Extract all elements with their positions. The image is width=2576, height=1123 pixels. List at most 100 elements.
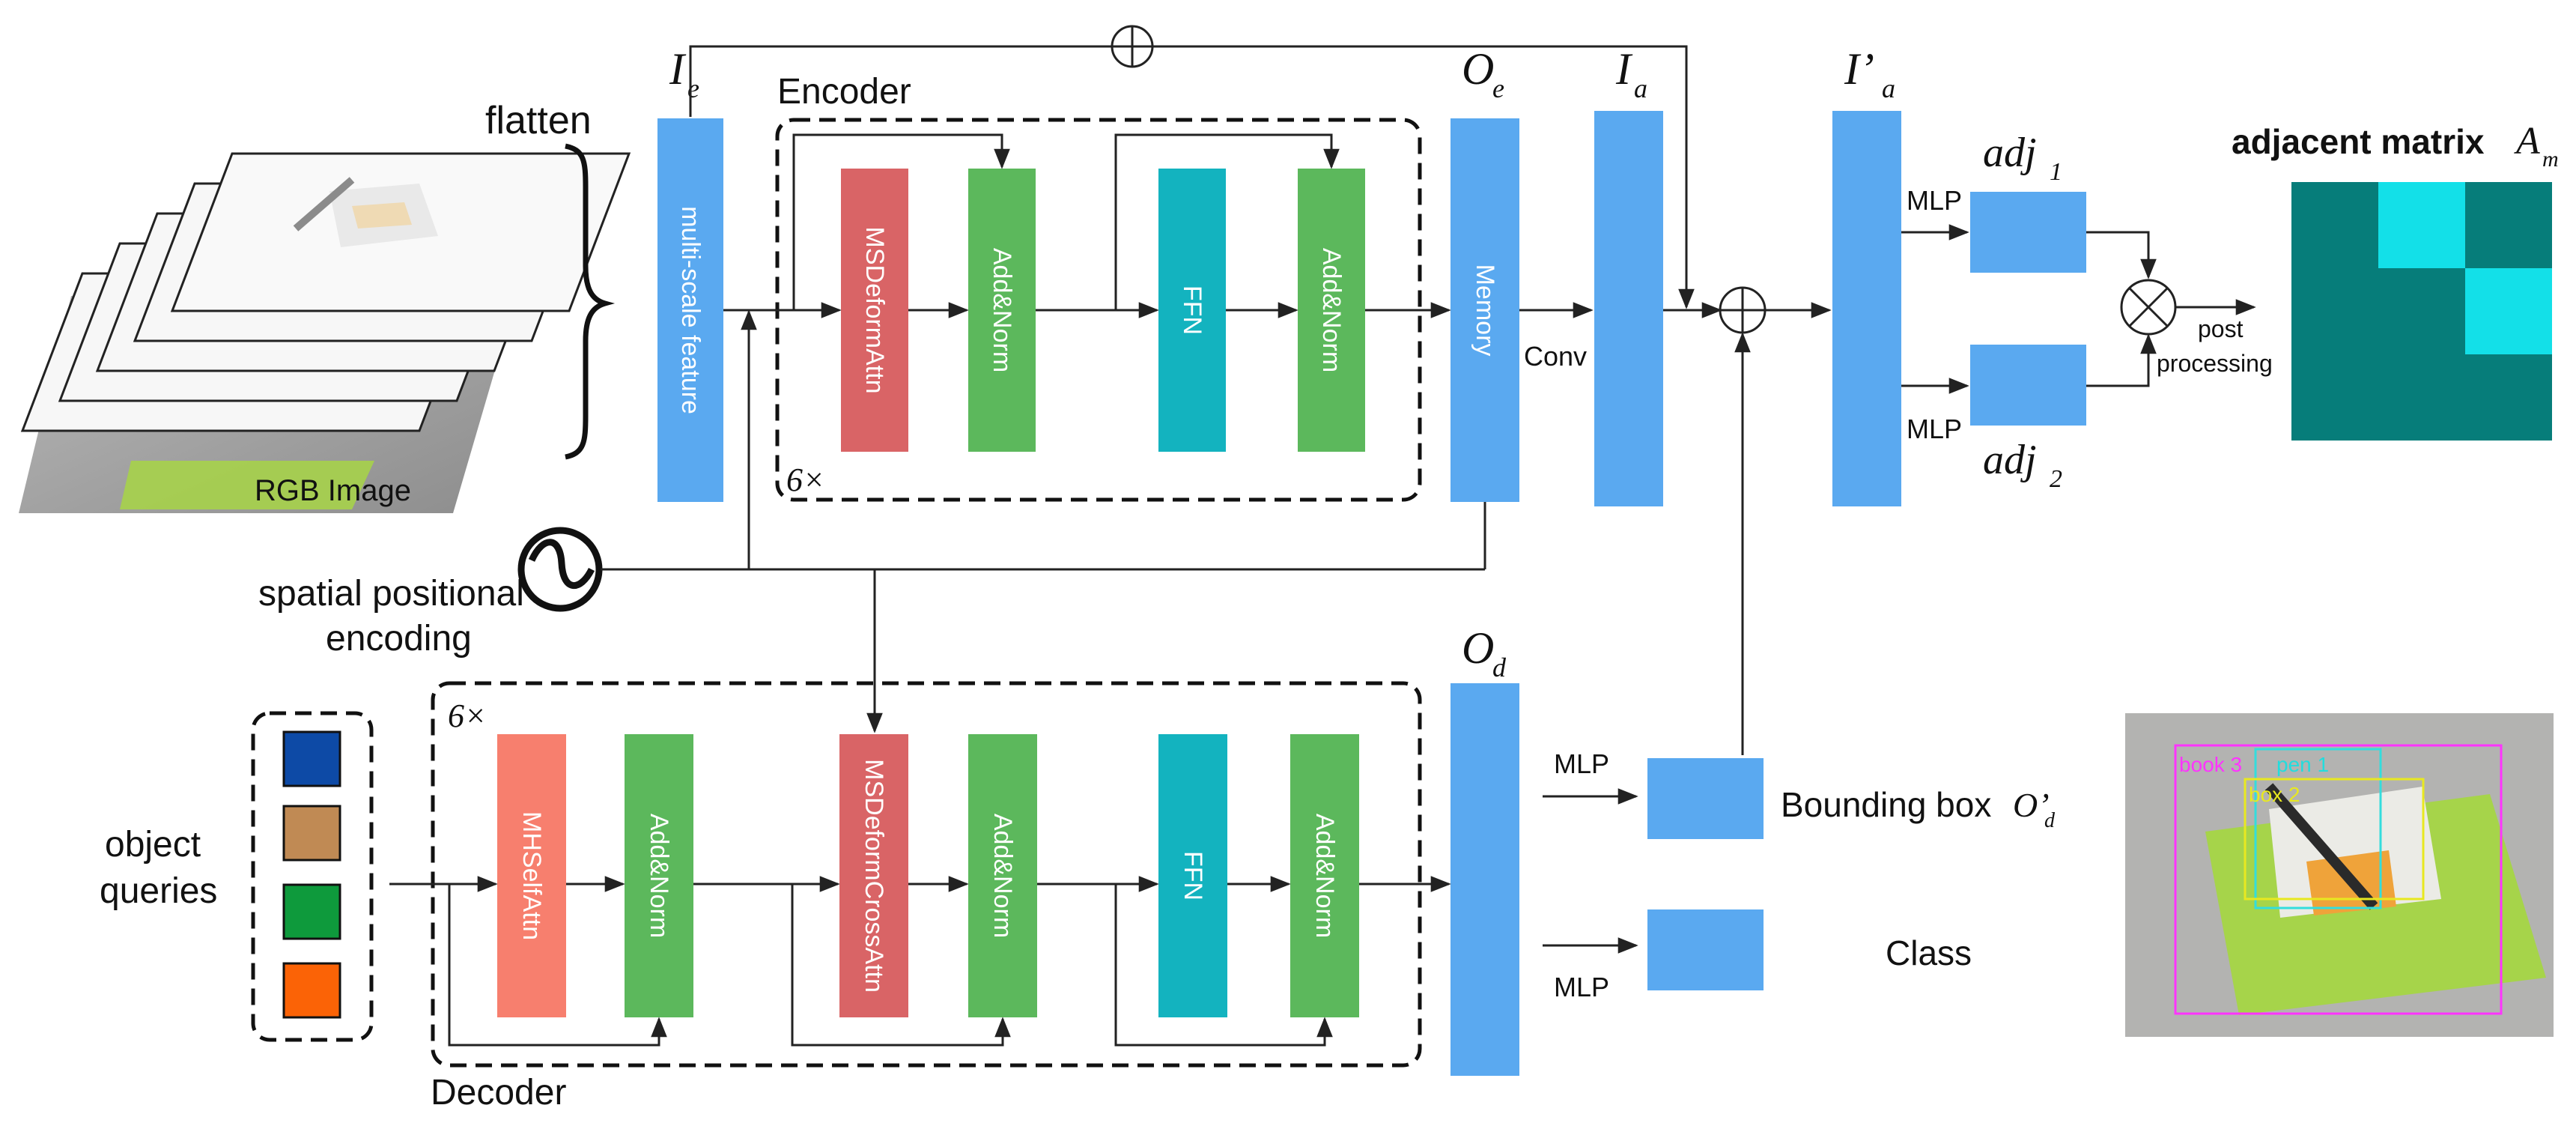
detection-box-pen — [2254, 748, 2382, 909]
svg-text:A: A — [2514, 120, 2540, 163]
decoder-mhselfattn-block — [497, 734, 566, 1017]
image-thumbnail-objects — [293, 177, 438, 247]
class-output — [1647, 909, 1764, 990]
adj2-box — [1970, 345, 2086, 426]
skip-connection — [689, 45, 1695, 309]
detection-result-image: book 3 pen 1 box 2 — [2125, 713, 2554, 1037]
decoder-addnorm-3-block — [1290, 734, 1359, 1017]
mlp-class-label: MLP — [1554, 972, 1609, 1002]
encoder-addnorm-1-label: Add&Norm — [988, 248, 1016, 372]
encoder-msdeformattn-label: MSDeformAttn — [860, 227, 889, 394]
result-pen — [2264, 783, 2378, 910]
positional-connections — [601, 309, 1486, 733]
encoder-addnorm-1-block — [968, 169, 1036, 452]
decoder-addnorm-1-block — [625, 734, 693, 1017]
detection-label-box: box 2 — [2249, 783, 2300, 806]
decoder-ffn-label: FFN — [1179, 851, 1207, 900]
svg-text:2: 2 — [2050, 465, 2062, 493]
symbol-ia: I a — [1615, 44, 1647, 103]
memory-bar — [1450, 118, 1519, 502]
adjacent-matrix — [2291, 182, 2552, 441]
svg-text:m: m — [2542, 147, 2559, 172]
encoder-msdeformattn-block — [841, 169, 908, 452]
ia-prime-bar — [1832, 111, 1901, 506]
spatial-positional-label: spatial positional — [258, 574, 524, 614]
svg-text:I: I — [669, 44, 687, 94]
detection-label-book: book 3 — [2179, 753, 2242, 776]
mlp-adj1-label: MLP — [1907, 185, 1962, 216]
top-plus-icon — [1111, 25, 1154, 68]
decoder-addnorm-1-label: Add&Norm — [645, 814, 673, 938]
flatten-brace — [565, 143, 616, 460]
decoder-dashed-box — [431, 681, 1422, 1068]
encoder-ffn-block — [1158, 169, 1226, 452]
svg-text:e: e — [1492, 73, 1504, 103]
conv-label: Conv — [1524, 341, 1587, 372]
svg-text:I’: I’ — [1844, 44, 1874, 94]
svg-text:adj: adj — [1983, 437, 2037, 483]
bounding-box-output — [1647, 758, 1764, 839]
detection-box-book — [2174, 744, 2503, 1015]
encoder-connections — [723, 133, 1451, 318]
detection-box-box — [2244, 778, 2425, 900]
symbol-od-prime: O’ d — [2013, 786, 2056, 832]
encoder-ffn-label: FFN — [1178, 285, 1206, 335]
multiply-icon — [2120, 279, 2177, 336]
object-queries-box — [251, 711, 374, 1042]
memory-label: Memory — [1471, 264, 1499, 357]
svg-text:O: O — [1462, 623, 1494, 673]
decoder-ffn-block — [1158, 734, 1227, 1017]
encoder-title: Encoder — [777, 72, 911, 112]
decoder-title: Decoder — [431, 1073, 566, 1113]
ia-bar — [1594, 111, 1663, 506]
query-blue — [282, 730, 341, 787]
processing-label: processing — [2157, 350, 2273, 377]
svg-text:d: d — [2044, 809, 2056, 832]
query-brown — [282, 805, 341, 862]
decoder-msdeformcrossattn-block — [839, 734, 908, 1017]
od-bar — [1450, 683, 1519, 1076]
queries-label: queries — [100, 871, 217, 911]
detection-label-pen: pen 1 — [2276, 753, 2329, 776]
query-green — [282, 883, 341, 940]
od-output-branch: MLP MLP — [1543, 332, 1764, 1002]
decoder-repeat: 6× — [448, 697, 487, 734]
object-label: object — [105, 825, 201, 865]
decoder-mhselfattn-label: MHSelfAttn — [517, 811, 546, 940]
symbol-adj1: adj 1 — [1983, 130, 2062, 186]
encoder-addnorm-2-block — [1298, 169, 1365, 452]
symbol-am: A m — [2514, 120, 2559, 172]
svg-text:d: d — [1492, 653, 1507, 682]
class-label: Class — [1886, 933, 1972, 972]
svg-text:1: 1 — [2050, 158, 2062, 186]
adjacent-matrix-label: adjacent matrix — [2232, 122, 2485, 161]
matrix-cell-1-2 — [2465, 268, 2552, 354]
encoding-label: encoding — [326, 619, 472, 659]
multiscale-feature-bar — [657, 118, 723, 502]
multiscale-feature-label: multi-scale feature — [676, 206, 705, 414]
adj-to-multiply-connections — [2086, 231, 2157, 387]
mlp-adj2-label: MLP — [1907, 414, 1962, 444]
symbol-adj2: adj 2 — [1983, 437, 2062, 493]
svg-text:adj: adj — [1983, 130, 2037, 176]
decoder-addnorm-2-block — [968, 734, 1037, 1017]
symbol-oe: O e — [1462, 44, 1504, 103]
symbol-ie: I e — [669, 44, 699, 103]
decoder-connections — [389, 876, 1451, 1047]
bounding-box-label: Bounding box — [1781, 785, 1991, 824]
query-orange — [282, 962, 341, 1019]
decoder-addnorm-3-label: Add&Norm — [1310, 814, 1339, 938]
matrix-cell-0-1 — [2378, 182, 2465, 268]
decoder-msdeformcrossattn-label: MSDeformCrossAttn — [860, 759, 888, 993]
symbol-od: O d — [1462, 623, 1507, 682]
encoder-addnorm-2-label: Add&Norm — [1317, 248, 1346, 372]
adj-branch: MLP MLP — [1901, 185, 2086, 444]
middle-plus-icon — [1719, 286, 1767, 334]
adj1-box — [1970, 192, 2086, 273]
post-label: post — [2198, 315, 2244, 342]
svg-text:O’: O’ — [2013, 786, 2050, 824]
mlp-bbox-label: MLP — [1554, 748, 1609, 779]
svg-text:a: a — [1882, 73, 1895, 103]
svg-text:e: e — [687, 73, 699, 103]
svg-text:I: I — [1615, 44, 1633, 94]
